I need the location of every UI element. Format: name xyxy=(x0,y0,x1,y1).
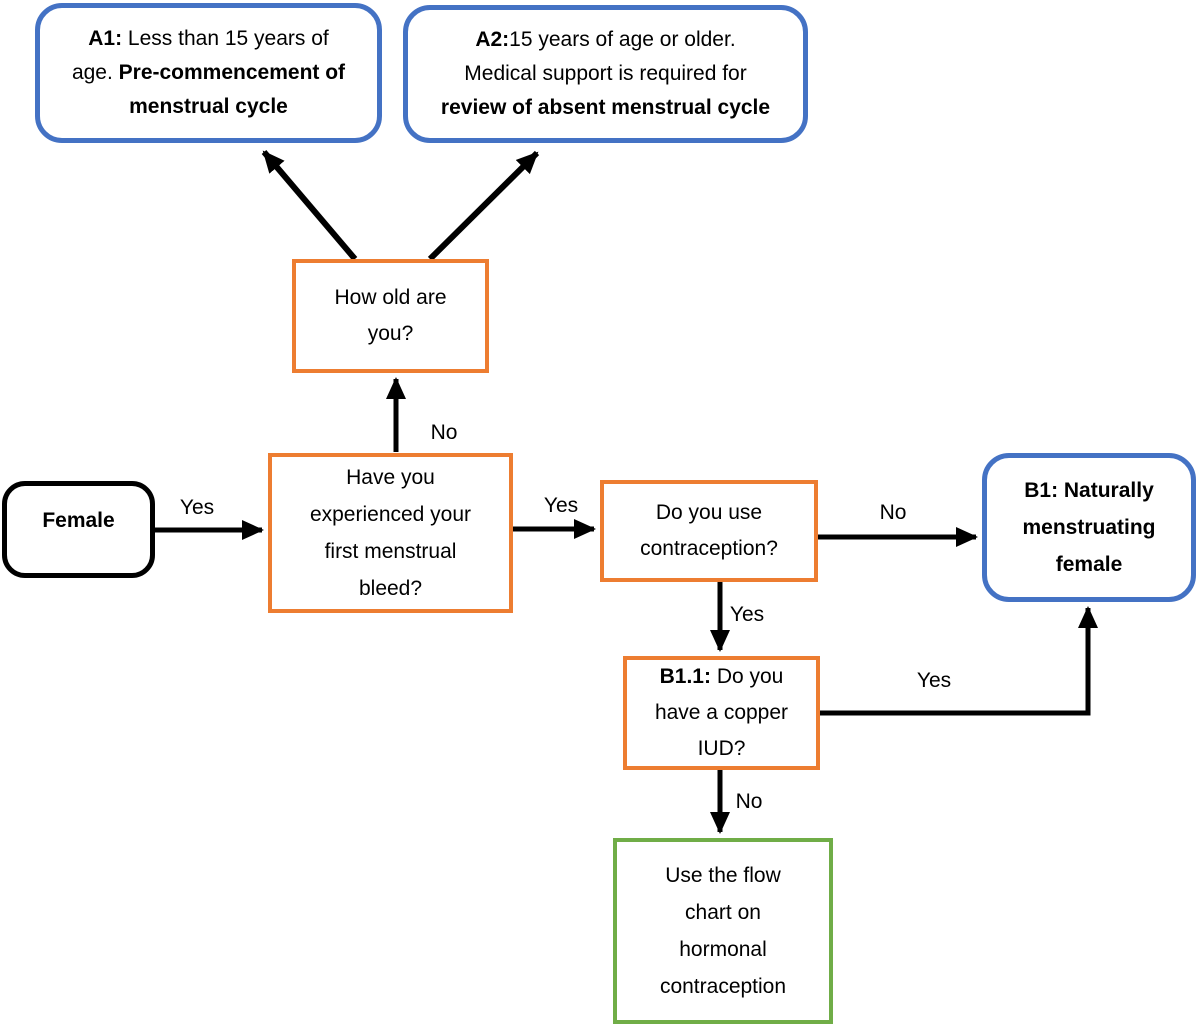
node-contraception-text: Do you use contraception? xyxy=(640,501,778,560)
edge-how-old-to-a1 xyxy=(261,150,358,261)
edge-label-b11-to-b1: Yes xyxy=(916,669,952,692)
node-how-old-text: How old are you? xyxy=(334,286,447,345)
node-a1: A1: Less than 15 years of age. Pre-comme… xyxy=(35,3,382,143)
node-female-text: Female xyxy=(42,508,115,532)
node-hormonal-text: Use the flow chart on hormonal contracep… xyxy=(659,864,787,998)
node-b1: B1: Naturally menstruating female xyxy=(982,453,1196,602)
edge-label-b11-to-hormonal: No xyxy=(735,790,763,813)
node-a2-text: A2:15 years of age or older. Medical sup… xyxy=(440,28,771,119)
edge-b11-to-b1 xyxy=(820,606,1098,716)
edge-label-female-to-bleed: Yes xyxy=(179,496,215,519)
node-how-old: How old are you? xyxy=(292,259,489,373)
node-b11-text: B1.1: Do you have a copper IUD? xyxy=(654,665,789,760)
node-a1-text: A1: Less than 15 years of age. Pre-comme… xyxy=(71,27,346,118)
node-first-bleed-text: Have you experienced your first menstrua… xyxy=(309,466,472,600)
node-hormonal: Use the flow chart on hormonal contracep… xyxy=(613,838,833,1024)
node-a2: A2:15 years of age or older. Medical sup… xyxy=(403,5,808,143)
edge-label-bleed-to-age: No xyxy=(430,421,458,444)
edge-label-contraception-to-b1: No xyxy=(879,501,907,524)
node-first-bleed: Have you experienced your first menstrua… xyxy=(268,453,513,613)
node-contraception: Do you use contraception? xyxy=(600,480,818,582)
edge-how-old-to-a2 xyxy=(427,150,540,262)
node-female: Female xyxy=(2,481,155,578)
edge-label-bleed-to-contraception: Yes xyxy=(543,494,579,517)
node-b1-text: B1: Naturally menstruating female xyxy=(1022,479,1156,576)
edge-label-contraception-to-b11: Yes xyxy=(729,603,765,626)
node-b11: B1.1: Do you have a copper IUD? xyxy=(623,656,820,770)
